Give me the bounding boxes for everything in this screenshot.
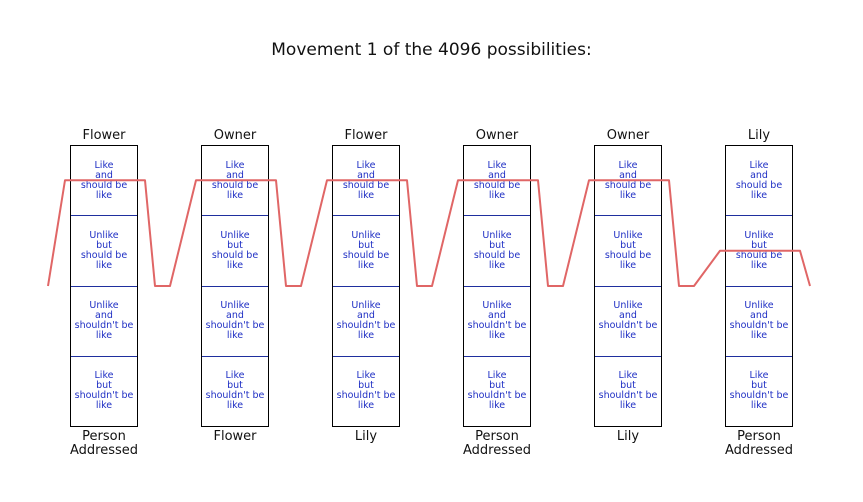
column-top-label: Owner xyxy=(606,128,650,143)
column-top-label: Flower xyxy=(344,128,388,143)
column-top-label: Owner xyxy=(475,128,519,143)
column-bottom-label: Lily xyxy=(616,429,640,444)
column-bottom-label: Flower xyxy=(213,429,257,444)
column-cell: Unlike but should be like xyxy=(464,216,530,287)
column-cell: Like and should be like xyxy=(202,146,268,217)
column-cell: Unlike and shouldn't be like xyxy=(464,287,530,357)
column-cell: Unlike but should be like xyxy=(202,216,268,287)
column-cell: Unlike and shouldn't be like xyxy=(202,287,268,357)
column-cell: Like and should be like xyxy=(333,146,399,217)
column-cell: Unlike and shouldn't be like xyxy=(726,287,792,357)
column-cell: Unlike and shouldn't be like xyxy=(71,287,137,357)
column-cell: Like but shouldn't be like xyxy=(467,370,527,412)
column-cell: Like and should be like xyxy=(71,146,137,217)
column-cell: Like and should be like xyxy=(595,146,661,217)
column-top-label: Owner xyxy=(213,128,257,143)
column-cell: Like but shouldn't be like xyxy=(598,370,658,412)
column-bottom-label: Person Addressed xyxy=(462,429,532,458)
column-bottom-label: Lily xyxy=(354,429,378,444)
column-bottom-label: Person Addressed xyxy=(724,429,794,458)
column-cell: Unlike but should be like xyxy=(71,216,137,287)
column-cell: Like but shouldn't be like xyxy=(74,370,134,412)
column-cell: Unlike but should be like xyxy=(595,216,661,287)
column-cell: Like but shouldn't be like xyxy=(336,370,396,412)
column-bottom-label: Person Addressed xyxy=(69,429,139,458)
column-cell: Unlike and shouldn't be like xyxy=(595,287,661,357)
column-top-label: Lily xyxy=(747,128,771,143)
column-cell: Unlike but should be like xyxy=(726,216,792,287)
column-cell: Like but shouldn't be like xyxy=(729,370,789,412)
column-cell: Like and should be like xyxy=(464,146,530,217)
column-cell: Unlike but should be like xyxy=(333,216,399,287)
column-cell: Like and should be like xyxy=(726,146,792,217)
movement-path-line xyxy=(47,179,811,287)
diagram-title: Movement 1 of the 4096 possibilities: xyxy=(271,40,592,60)
column-cell: Like but shouldn't be like xyxy=(205,370,265,412)
column-cell: Unlike and shouldn't be like xyxy=(333,287,399,357)
column-top-label: Flower xyxy=(82,128,126,143)
